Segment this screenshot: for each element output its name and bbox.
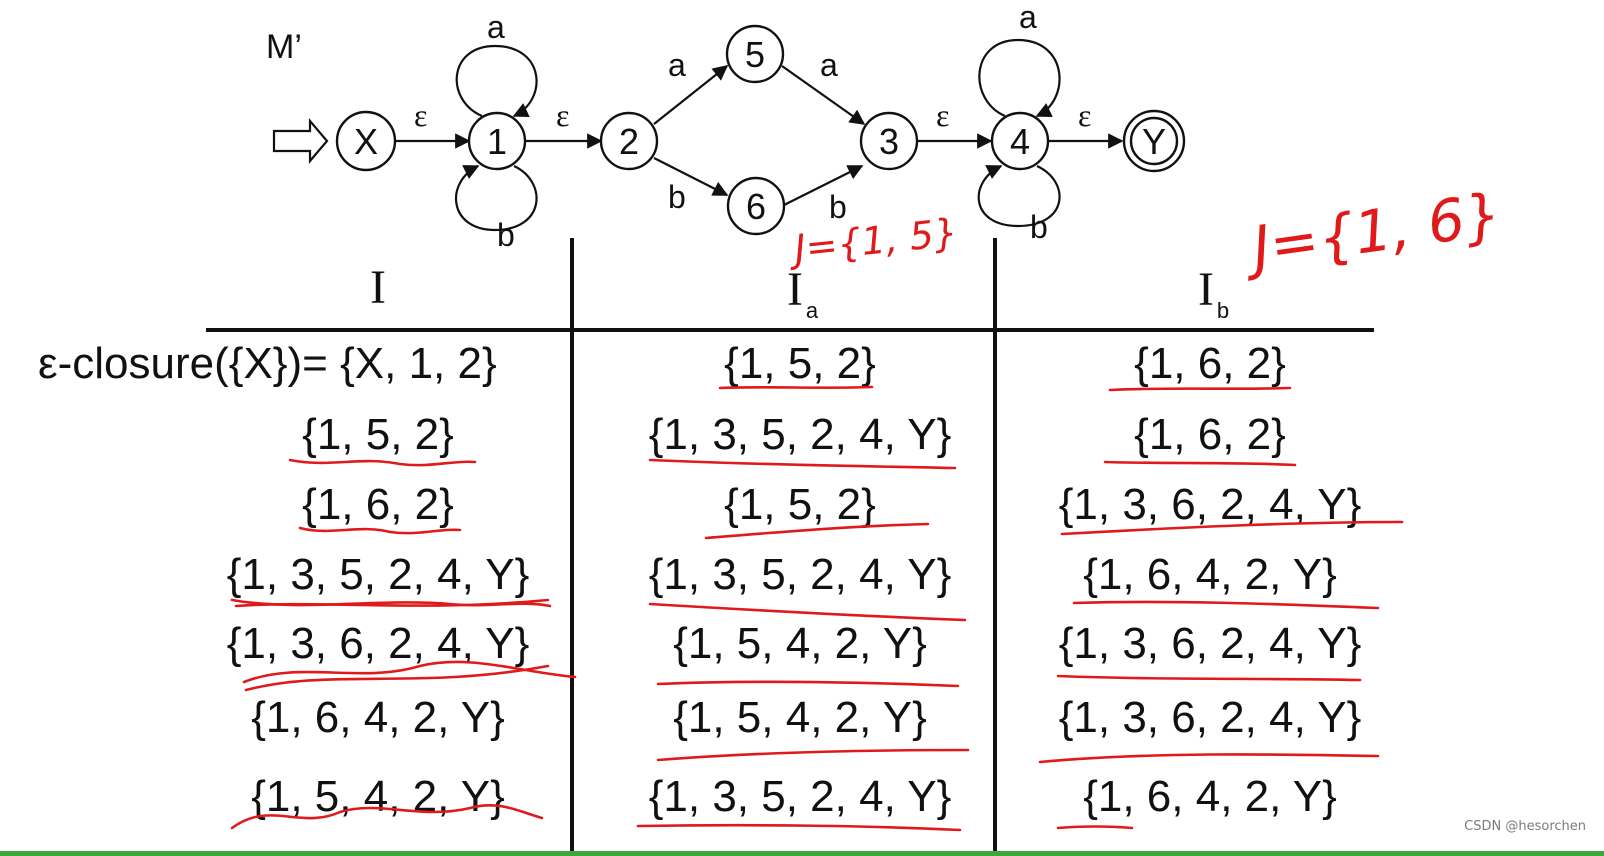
edge-2-5 — [653, 65, 729, 125]
edge-5-3 — [781, 65, 866, 125]
table-row: {1, 5, 2} {1, 3, 5, 2, 4, Y} {1, 6, 2} — [302, 410, 1286, 459]
state-y-accept: Y — [1122, 109, 1186, 173]
automaton-label: M’ — [266, 28, 302, 66]
loop-4-b — [977, 165, 1061, 228]
state-label: 5 — [745, 34, 765, 75]
table-row: {1, 3, 5, 2, 4, Y} {1, 3, 5, 2, 4, Y} {1, … — [227, 550, 1337, 599]
watermark: CSDN @hesorchen — [1464, 819, 1586, 834]
handwritten-note-large: J={1, 6} — [1239, 180, 1506, 284]
edge-label: b — [497, 217, 515, 253]
state-3: 3 — [859, 111, 919, 171]
state-label: 1 — [487, 121, 507, 162]
handwritten-underlines — [230, 385, 1404, 832]
table-cell: {1, 3, 6, 2, 4, Y} — [227, 619, 530, 668]
edge-label: b — [668, 179, 686, 215]
state-label: 2 — [619, 121, 639, 162]
table-cell: {1, 5, 4, 2, Y} — [251, 772, 505, 821]
edge-label: b — [1030, 209, 1048, 245]
state-4: 4 — [990, 111, 1050, 171]
start-arrow-icon — [272, 118, 329, 164]
table-cell: {1, 6, 4, 2, Y} — [1083, 550, 1337, 599]
table-cell: {1, 5, 4, 2, Y} — [673, 693, 927, 742]
edges — [395, 38, 1124, 232]
edge-label: a — [1019, 0, 1037, 35]
bottom-accent-bar — [0, 851, 1604, 856]
edge-label: a — [668, 47, 686, 83]
table-cell: {1, 3, 5, 2, 4, Y} — [649, 410, 952, 459]
state-5: 5 — [725, 24, 785, 84]
handwritten-note-small: J={1, 5} — [785, 210, 960, 272]
state-label: Y — [1142, 121, 1166, 162]
header-ib-subscript: b — [1217, 298, 1229, 323]
state-label: 6 — [746, 186, 766, 227]
state-label: X — [354, 121, 378, 162]
table-row: {1, 6, 2} {1, 5, 2} {1, 3, 6, 2, 4, Y} — [302, 480, 1361, 529]
edge-label: a — [487, 9, 505, 45]
loop-1-a — [455, 44, 538, 118]
edge-6-3 — [783, 165, 864, 206]
state-6: 6 — [726, 176, 786, 236]
table-body: ε-closure({X})= {X, 1, 2}{1, 5, 2}{1, 6,… — [38, 339, 1361, 821]
edge-label: ε — [414, 97, 427, 133]
table-cell: {1, 6, 2} — [302, 480, 454, 529]
state-x: X — [335, 110, 397, 172]
table-cell: {1, 5, 4, 2, Y} — [673, 619, 927, 668]
edge-label: ε — [556, 97, 569, 133]
edge-label: b — [829, 189, 847, 225]
table-cell: {1, 5, 2} — [724, 480, 876, 529]
header-i: I — [370, 261, 386, 314]
table-cell: {1, 6, 4, 2, Y} — [251, 693, 505, 742]
table-cell: {1, 3, 6, 2, 4, Y} — [1059, 693, 1362, 742]
state-label: 3 — [879, 121, 899, 162]
table-cell: {1, 3, 6, 2, 4, Y} — [1059, 480, 1362, 529]
table-grid — [206, 238, 1374, 856]
edge-labels: ε a b ε a b a b ε a b ε — [414, 0, 1091, 253]
header-ib: I — [1198, 263, 1214, 316]
table-headers: I I a I b — [370, 261, 1229, 323]
table-cell: {1, 5, 2} — [724, 339, 876, 388]
state-1: 1 — [467, 111, 527, 171]
table-cell: ε-closure({X})= {X, 1, 2} — [38, 339, 497, 388]
state-label: 4 — [1010, 121, 1030, 162]
edge-label: ε — [936, 97, 949, 133]
table-row: {1, 6, 4, 2, Y} {1, 5, 4, 2, Y} {1, 3, 6, … — [251, 693, 1361, 742]
header-ia: I — [787, 263, 803, 316]
edge-label: a — [820, 47, 838, 83]
automaton-diagram: M’ ε a b ε a b a b — [266, 0, 1186, 253]
table-cell: {1, 3, 6, 2, 4, Y} — [1059, 619, 1362, 668]
table-cell: {1, 6, 2} — [1134, 410, 1286, 459]
table-row: {1, 3, 6, 2, 4, Y} {1, 5, 4, 2, Y} {1, 3, … — [227, 619, 1362, 668]
edge-label: ε — [1078, 97, 1091, 133]
table-row: {1, 5, 4, 2, Y} {1, 3, 5, 2, 4, Y} {1, 6, … — [251, 772, 1337, 821]
table-cell: {1, 6, 4, 2, Y} — [1083, 772, 1337, 821]
states: X 1 2 5 6 3 4 — [335, 24, 1186, 236]
loop-1-b — [454, 165, 538, 232]
table-cell: {1, 6, 2} — [1134, 339, 1286, 388]
table-row: ε-closure({X})= {X, 1, 2} {1, 5, 2} {1, 6,… — [38, 339, 1286, 388]
state-2: 2 — [599, 111, 659, 171]
table-cell: {1, 3, 5, 2, 4, Y} — [227, 550, 530, 599]
edge-2-6 — [653, 157, 729, 196]
header-ia-subscript: a — [806, 298, 819, 323]
loop-4-a — [978, 38, 1061, 118]
table-cell: {1, 3, 5, 2, 4, Y} — [649, 772, 952, 821]
table-cell: {1, 5, 2} — [302, 410, 454, 459]
table-cell: {1, 3, 5, 2, 4, Y} — [649, 550, 952, 599]
